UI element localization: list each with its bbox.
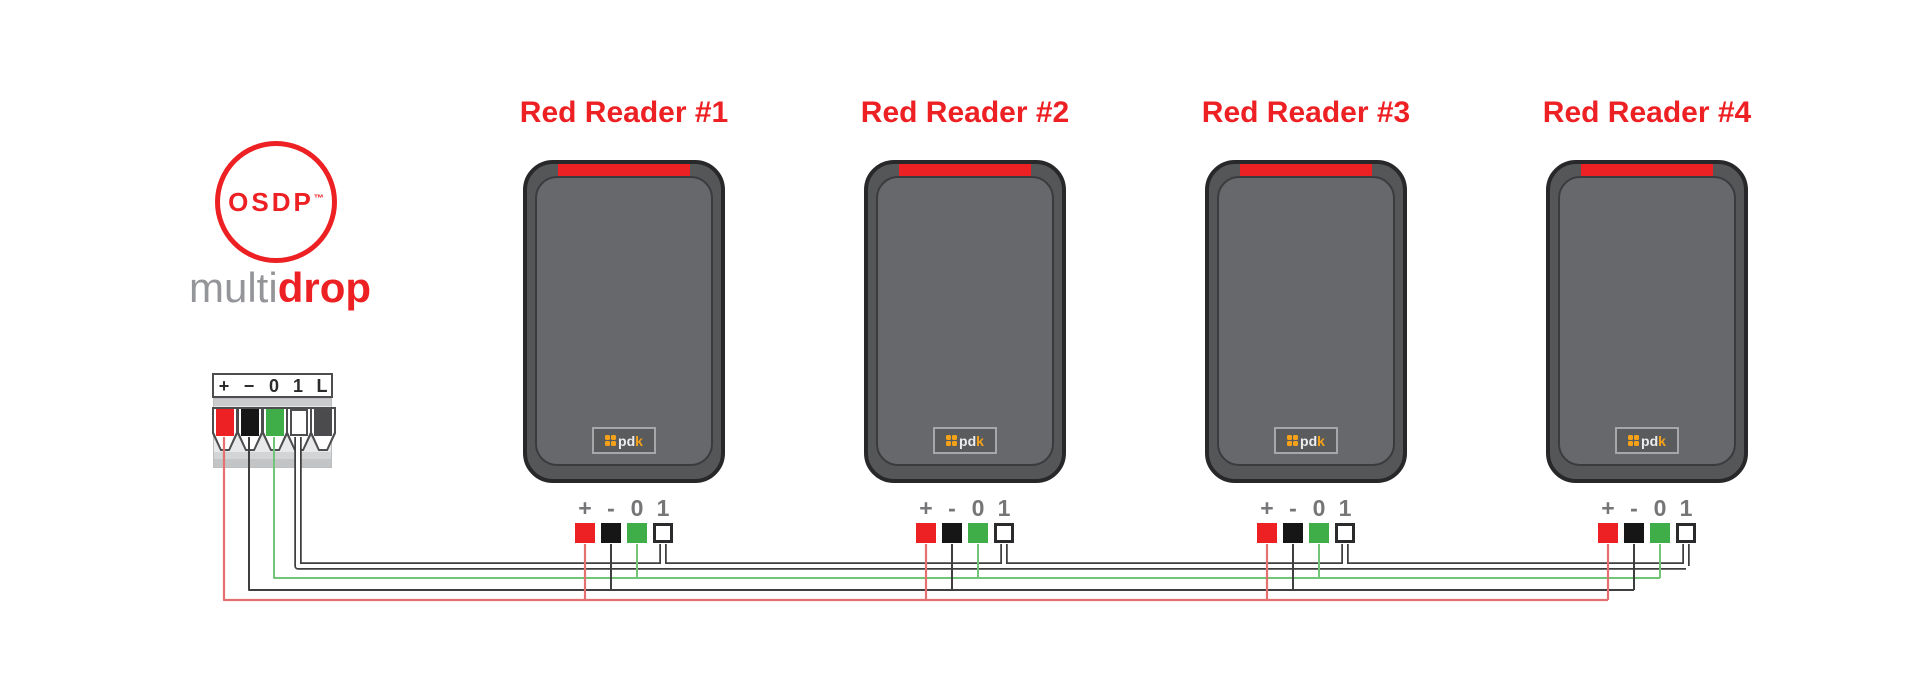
multidrop-light-text: multi (189, 264, 278, 311)
reader-pin-black (601, 523, 621, 543)
reader-front-panel (1558, 176, 1736, 466)
terminal-label-minus: − (243, 376, 255, 396)
pdk-dots-icon (946, 435, 958, 446)
reader: Red Reader #3 pdk + - 0 1 (1202, 96, 1410, 566)
reader-pin-label-one: 1 (656, 495, 670, 521)
terminal-block-header: + − 0 1 L (212, 373, 333, 398)
reader: Red Reader #2 pdk + - 0 1 (861, 96, 1069, 566)
osdp-logo: OSDP™ (215, 141, 337, 263)
multidrop-bold-text: drop (277, 264, 371, 311)
bus-black (248, 437, 1635, 591)
reader-title: Red Reader #2 (860, 96, 1070, 129)
terminal-label-l: L (316, 376, 328, 396)
terminal-block-bottom-strip (214, 452, 331, 459)
pdk-logo-text: pdk (959, 432, 984, 449)
reader-pin-black (1283, 523, 1303, 543)
reader: Red Reader #4 pdk + - 0 1 (1543, 96, 1751, 566)
reader-pin-label-minus: - (1289, 495, 1297, 521)
reader-pin-black (1624, 523, 1644, 543)
terminal-label-plus: + (218, 376, 230, 396)
reader-pin-green (627, 523, 647, 543)
terminal-slot-l (310, 407, 336, 451)
reader-pin-red (1598, 523, 1618, 543)
reader-pin-label-zero: 0 (630, 495, 644, 521)
reader-pin-white (994, 523, 1014, 543)
reader-pin-label-minus: - (948, 495, 956, 521)
terminal-wire-black (241, 409, 259, 436)
terminal-block-base (214, 459, 331, 467)
reader-pin-label-one: 1 (1338, 495, 1352, 521)
reader-pin-label-plus: + (578, 495, 592, 521)
reader-pin-black (942, 523, 962, 543)
osdp-logo-text: OSDP™ (228, 186, 324, 217)
card-reader-device: pdk (864, 160, 1066, 483)
reader-pin-label-plus: + (919, 495, 933, 521)
terminal-wire-red (216, 409, 234, 436)
card-reader-device: pdk (1546, 160, 1748, 483)
trademark-symbol: ™ (313, 192, 324, 204)
bus-green (273, 437, 1661, 579)
reader-pin-label-minus: - (1630, 495, 1638, 521)
reader-pin-white (1676, 523, 1696, 543)
card-reader-device: pdk (523, 160, 725, 483)
card-reader-device: pdk (1205, 160, 1407, 483)
reader-pin-green (1650, 523, 1670, 543)
reader-front-panel (876, 176, 1054, 466)
terminal-label-one: 1 (292, 376, 303, 396)
pdk-logo-badge: pdk (592, 427, 656, 454)
reader: Red Reader #1 pdk + - 0 1 (520, 96, 728, 566)
pdk-logo-text: pdk (1641, 432, 1666, 449)
reader-pin-label-one: 1 (997, 495, 1011, 521)
reader-pin-label-plus: + (1260, 495, 1274, 521)
reader-front-panel (535, 176, 713, 466)
terminal-block-body (212, 398, 336, 468)
pdk-dots-icon (605, 435, 617, 446)
reader-led-bar (1581, 164, 1713, 179)
reader-pin-white (1335, 523, 1355, 543)
pdk-logo-badge: pdk (1274, 427, 1338, 454)
terminal-label-zero: 0 (268, 376, 279, 396)
controller-terminal-block: + − 0 1 L (212, 373, 336, 468)
pdk-logo-badge: pdk (933, 427, 997, 454)
reader-pin-white (653, 523, 673, 543)
terminal-slot-zero (262, 407, 288, 451)
reader-title: Red Reader #3 (1201, 96, 1411, 129)
reader-pin-label-zero: 0 (971, 495, 985, 521)
reader-title: Red Reader #4 (1542, 96, 1752, 129)
reader-pin-red (1257, 523, 1277, 543)
reader-led-bar (1240, 164, 1372, 179)
pdk-logo-text: pdk (618, 432, 643, 449)
pdk-dots-icon (1287, 435, 1299, 446)
pdk-logo-badge: pdk (1615, 427, 1679, 454)
reader-pin-label-zero: 0 (1312, 495, 1326, 521)
reader-led-bar (899, 164, 1031, 179)
reader-led-bar (558, 164, 690, 179)
reader-title: Red Reader #1 (519, 96, 729, 129)
pdk-dots-icon (1628, 435, 1640, 446)
reader-pin-green (1309, 523, 1329, 543)
reader-pin-red (575, 523, 595, 543)
pdk-logo-text: pdk (1300, 432, 1325, 449)
reader-pin-label-minus: - (607, 495, 615, 521)
reader-pin-label-one: 1 (1679, 495, 1693, 521)
reader-pin-label-zero: 0 (1653, 495, 1667, 521)
terminal-block-top-strip (214, 399, 331, 406)
bus-red (222, 437, 1610, 602)
multidrop-wordmark: multidrop (170, 264, 390, 312)
bus-white-fill (296, 437, 1688, 568)
reader-pin-green (968, 523, 988, 543)
reader-front-panel (1217, 176, 1395, 466)
terminal-slot-empty (314, 409, 332, 436)
terminal-wire-white (290, 409, 308, 436)
reader-pin-red (916, 523, 936, 543)
terminal-wire-green (266, 409, 284, 436)
reader-pin-label-plus: + (1601, 495, 1615, 521)
